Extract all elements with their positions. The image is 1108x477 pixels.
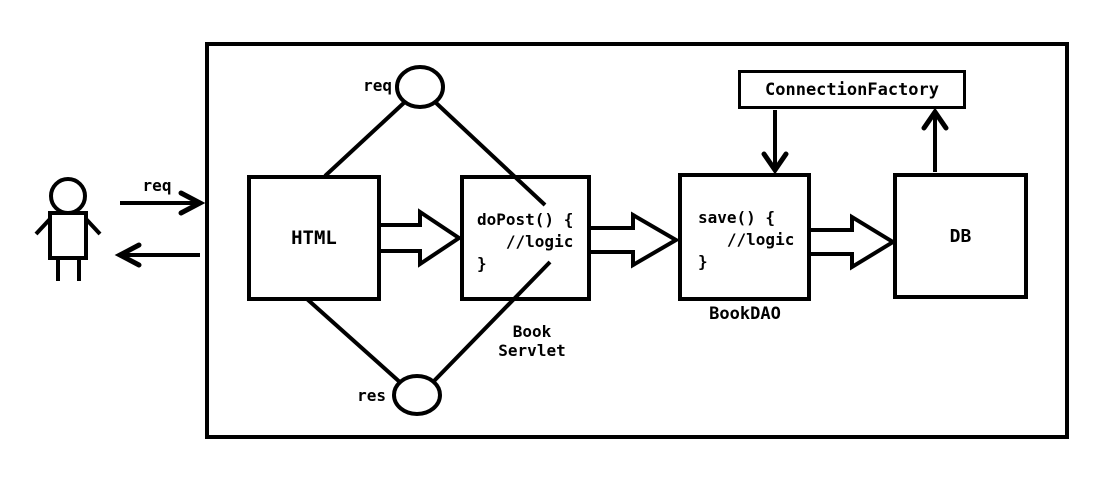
book-servlet-caption-line: Servlet — [498, 341, 566, 360]
servlet-code-line: doPost() { — [477, 210, 574, 229]
dao-code-line: save() { — [698, 208, 776, 227]
connection-factory-label: ConnectionFactory — [765, 79, 939, 100]
system-boundary-box — [205, 42, 1069, 439]
book-dao-box: save() { //logic } — [678, 173, 811, 301]
stick-figure-right-arm — [84, 217, 102, 236]
db-box-label: DB — [949, 225, 972, 247]
stick-figure-left-arm — [34, 217, 52, 236]
book-servlet-caption: Book Servlet — [471, 322, 593, 360]
book-servlet-caption-line: Book — [512, 322, 552, 341]
html-box: HTML — [247, 175, 381, 301]
response-circle-label: res — [357, 386, 386, 405]
dao-code-line: } — [698, 252, 708, 271]
servlet-code-line: } — [477, 254, 487, 273]
book-servlet-box: doPost() { //logic } — [460, 175, 591, 301]
connection-factory-box: ConnectionFactory — [738, 70, 966, 109]
dao-code-line: //logic — [698, 230, 795, 249]
user-request-label: req — [142, 176, 172, 195]
arrow-right-icon — [120, 190, 206, 216]
stick-figure-body — [48, 211, 88, 260]
html-box-label: HTML — [291, 227, 337, 249]
db-box: DB — [893, 173, 1028, 299]
arrow-left-icon — [114, 242, 200, 268]
stick-figure-icon — [34, 177, 102, 281]
servlet-code-line: //logic — [477, 232, 574, 251]
request-circle-label: req — [363, 76, 392, 95]
book-dao-caption: BookDAO — [709, 304, 781, 324]
stick-figure-head — [49, 177, 87, 215]
